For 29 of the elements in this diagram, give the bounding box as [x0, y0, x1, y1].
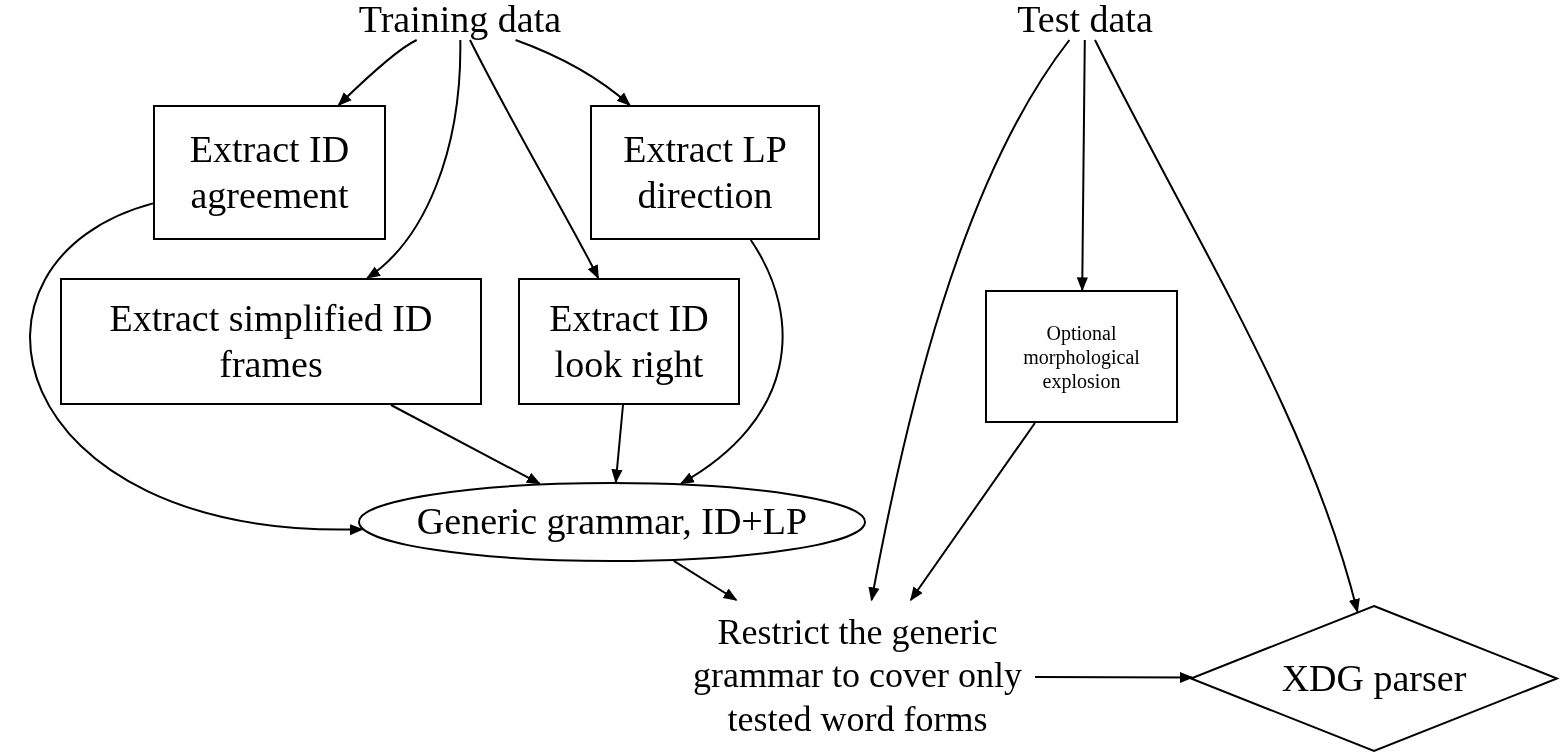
node-label: Restrict the generic grammar to cover only tested word forms — [692, 611, 1023, 741]
arrow — [1076, 39, 1088, 292]
node-label: Optional morphological explosion — [1022, 320, 1141, 393]
node-label: XDG parser — [1281, 655, 1467, 701]
arrow — [1034, 671, 1194, 684]
arrow — [390, 404, 541, 485]
arrow — [868, 39, 1071, 602]
process-box — [153, 105, 386, 240]
node-label: Extract ID look right — [548, 295, 710, 387]
arrow — [337, 39, 418, 106]
node-label: Extract LP direction — [622, 126, 788, 218]
arrow — [611, 404, 624, 484]
arrow — [366, 39, 462, 279]
process-box — [60, 278, 482, 405]
arrow — [514, 39, 631, 106]
arrow — [679, 239, 784, 485]
arrow — [30, 202, 364, 535]
arrow — [1094, 39, 1360, 613]
node-label: Test data — [1017, 0, 1153, 43]
process-box — [518, 278, 740, 405]
arrow — [469, 39, 600, 280]
process-box — [985, 290, 1178, 423]
node-label: Extract ID agreement — [188, 126, 351, 218]
arrow — [672, 559, 738, 601]
process-box — [590, 105, 820, 240]
arrow — [909, 422, 1036, 602]
node-label: Generic grammar, ID+LP — [416, 499, 808, 545]
node-label: Extract simplified ID frames — [108, 295, 434, 387]
node-label: Training data — [358, 0, 562, 43]
